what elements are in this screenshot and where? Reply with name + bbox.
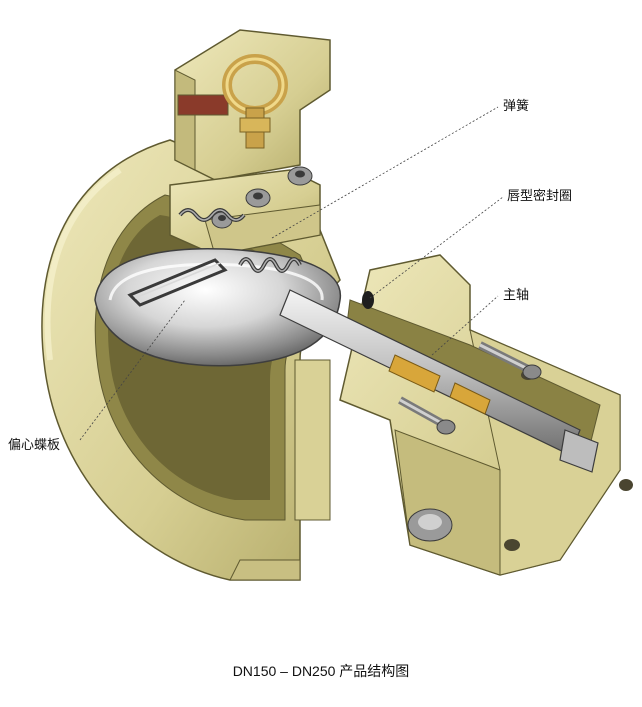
label-lip-seal: 唇型密封圈 <box>507 189 573 204</box>
spring-icon <box>238 257 302 273</box>
leader-main-shaft <box>431 295 499 356</box>
screw-icon <box>287 166 313 186</box>
leader-eccentric-disc <box>79 299 186 441</box>
label-main-shaft: 主轴 <box>503 288 530 303</box>
leader-spring <box>271 106 499 239</box>
main-shaft <box>279 289 599 473</box>
leader-lines <box>79 106 504 441</box>
spring-icon <box>178 208 246 222</box>
top-bracket <box>174 29 331 181</box>
eccentric-disc <box>94 248 341 367</box>
screw-icon <box>245 188 271 208</box>
gland-studs <box>398 341 542 435</box>
eye-bolt <box>222 54 288 149</box>
label-eccentric-disc: 偏心蝶板 <box>8 438 61 453</box>
diagram-caption: DN150 – DN250 产品结构图 <box>232 663 410 679</box>
label-spring: 弹簧 <box>503 99 530 114</box>
